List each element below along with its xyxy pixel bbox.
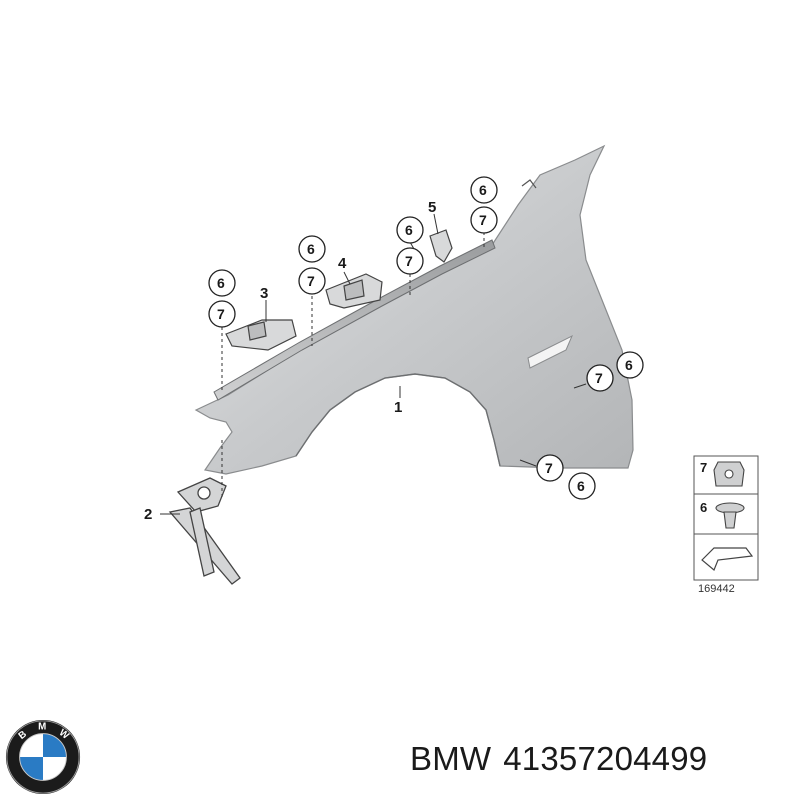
leader-lines	[160, 213, 587, 515]
fastener-legend: 7 6 169442	[693, 455, 759, 595]
brand-name: BMW	[410, 740, 492, 777]
fender-panel	[194, 144, 634, 475]
callout-6-c: 6	[396, 216, 424, 244]
callout-6-a: 6	[208, 269, 236, 297]
part-label-4: 4	[338, 255, 347, 272]
part-label-1: 1	[394, 399, 402, 416]
bracket-part-4	[325, 273, 383, 309]
legend-label-7: 7	[700, 460, 707, 475]
part-number: 41357204499	[503, 740, 708, 777]
direction-arrow-icon	[701, 547, 754, 571]
bmw-logo: B M W	[5, 719, 81, 795]
svg-text:7: 7	[405, 253, 413, 269]
callout-7-b: 7	[298, 267, 326, 295]
svg-text:6: 6	[479, 182, 487, 198]
svg-text:6: 6	[625, 357, 633, 373]
callout-7-a: 7	[208, 300, 236, 328]
svg-text:6: 6	[405, 222, 413, 238]
svg-text:7: 7	[545, 460, 553, 476]
legend-label-6: 6	[700, 500, 707, 515]
bracket-5-body	[429, 229, 453, 263]
push-rivet-icon	[715, 502, 745, 529]
fender-rear-tab	[521, 179, 537, 189]
circled-callouts: 6 7 6 7 6 7 6 7 7 6 7 6	[208, 176, 644, 500]
fender-body	[194, 144, 634, 475]
callout-7-e: 7	[586, 364, 614, 392]
callout-6-d: 6	[470, 176, 498, 204]
bracket-part-5	[429, 229, 453, 263]
fender-top-flange	[213, 239, 496, 401]
callout-7-f: 7	[536, 454, 564, 482]
svg-text:6: 6	[307, 241, 315, 257]
svg-text:7: 7	[307, 273, 315, 289]
bracket-4-tab	[343, 279, 365, 301]
bracket-hole	[197, 486, 211, 500]
svg-text:6: 6	[577, 478, 585, 494]
svg-text:7: 7	[595, 370, 603, 386]
fender-side-vent	[527, 334, 573, 369]
bracket-3-tab	[247, 321, 267, 341]
clip-nut-icon	[713, 461, 745, 487]
callout-7-c: 7	[396, 247, 424, 275]
legend-diagram-id: 169442	[698, 583, 735, 595]
fender-wheel-arch-edge	[295, 373, 501, 467]
svg-text:7: 7	[217, 306, 225, 322]
part-label-2: 2	[144, 506, 152, 523]
part-caption: BMW 41357204499	[410, 740, 719, 778]
svg-text:6: 6	[217, 275, 225, 291]
part-label-3: 3	[260, 285, 268, 302]
callout-6-e: 6	[616, 351, 644, 379]
svg-text:M: M	[38, 722, 47, 733]
part-label-5: 5	[428, 199, 436, 216]
part-labels: 1 2 3 4 5	[144, 199, 436, 523]
callout-6-f: 6	[568, 472, 596, 500]
svg-text:7: 7	[479, 212, 487, 228]
bracket-part-3	[225, 319, 297, 351]
lower-bracket	[168, 477, 241, 585]
callout-7-d: 7	[470, 206, 498, 234]
callout-6-b: 6	[298, 235, 326, 263]
bracket-strut	[189, 507, 215, 577]
